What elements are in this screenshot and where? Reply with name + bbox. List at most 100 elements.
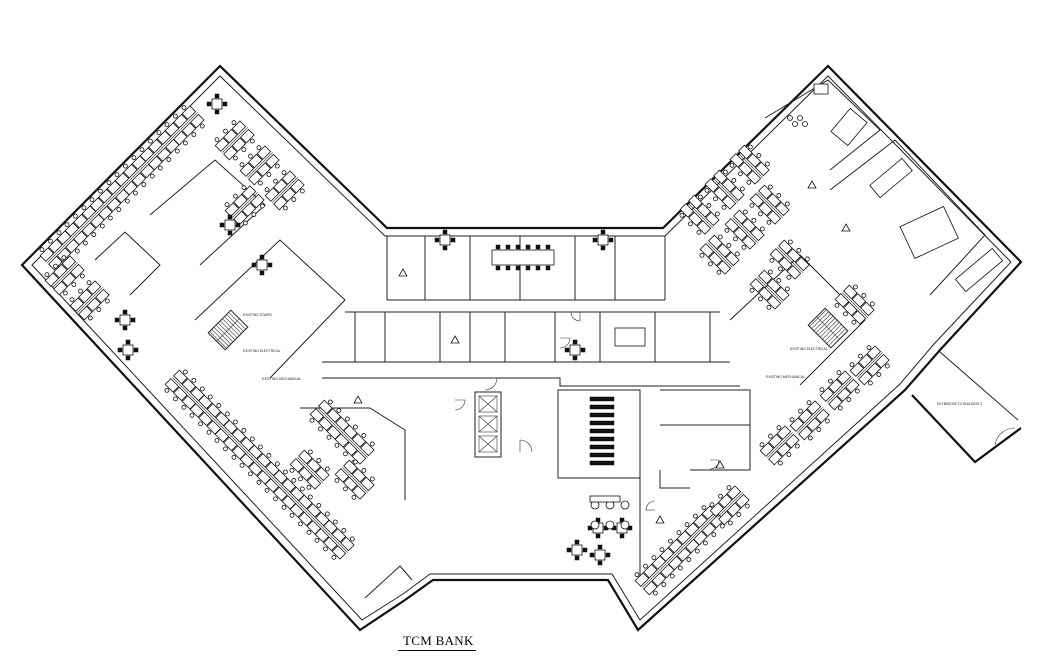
workstation-cluster [289,449,330,490]
workstation-cluster [114,155,155,196]
desk [875,353,890,369]
chair [643,563,648,569]
desk [224,202,240,217]
chair [199,386,205,392]
desk [676,547,692,562]
panel [737,152,763,178]
chair [148,138,153,144]
desk [139,147,155,162]
chair [207,394,213,400]
table [224,219,236,231]
workstation-cluster [704,169,745,210]
desk [696,220,712,235]
panel [97,187,123,213]
chair [281,504,287,510]
chair [174,148,180,154]
chair [173,113,178,119]
panel [687,202,713,228]
panel [317,407,343,433]
chair [114,172,120,178]
desk [265,153,280,169]
desk [86,280,102,295]
elevator-x [478,415,498,433]
chair [535,244,541,250]
chair [759,226,765,232]
chair [56,230,62,236]
chair [858,353,863,359]
desk [48,255,63,271]
chair [545,265,551,271]
chair [697,194,703,200]
four-top-table [114,309,136,331]
desk [866,345,882,360]
desk [858,370,873,386]
chair [776,425,782,431]
chair [264,187,270,193]
chair [251,212,257,217]
chair [249,436,255,442]
chair [505,244,511,250]
left-lower-wall [300,407,406,500]
desk [114,172,130,187]
desk [843,301,858,317]
panel [147,137,173,163]
chair [686,557,692,562]
chair [716,269,722,275]
desk [836,370,852,385]
chair [747,144,753,150]
desk [836,387,852,402]
chair [191,132,197,137]
stair-frame [807,307,849,349]
desk [289,503,305,518]
skybridge-wall [911,394,1022,464]
desk [749,193,765,208]
chair [600,245,606,251]
door-swing [559,337,571,349]
chair [114,317,120,323]
desk [233,193,248,209]
desk [98,188,113,204]
chair [206,429,212,435]
table [439,234,451,246]
desk [298,494,313,510]
workstation-cluster [39,230,80,271]
chair [314,537,320,543]
desk [679,203,695,218]
chair [53,263,58,269]
chair [273,178,278,184]
chair [181,105,187,111]
desk [198,411,213,427]
chair [846,397,852,402]
chair [257,444,263,450]
chair [343,451,348,457]
chair [214,437,220,443]
desk [273,469,288,485]
desk [709,502,725,517]
chair [784,286,790,292]
desk [343,476,358,492]
chair [264,487,270,493]
label-existing-mechanical-left: EXISTING MECHANICAL [262,377,301,381]
chair [222,101,228,107]
chair [582,547,588,553]
chair [724,227,730,233]
chair [836,370,842,376]
four-top-table [251,254,273,276]
desk [866,362,882,377]
four-top-table [434,229,456,251]
panel [767,432,793,458]
stair-frame [207,309,249,351]
chair [307,449,313,455]
panel [172,112,198,138]
desk [343,441,358,457]
chair [777,460,783,466]
panel [797,407,823,433]
chair [804,256,810,262]
chair [758,296,763,302]
chair [231,454,237,460]
panel [642,562,668,588]
chair [869,301,875,307]
chair [343,486,348,492]
chair [306,529,312,535]
chair [369,441,375,447]
